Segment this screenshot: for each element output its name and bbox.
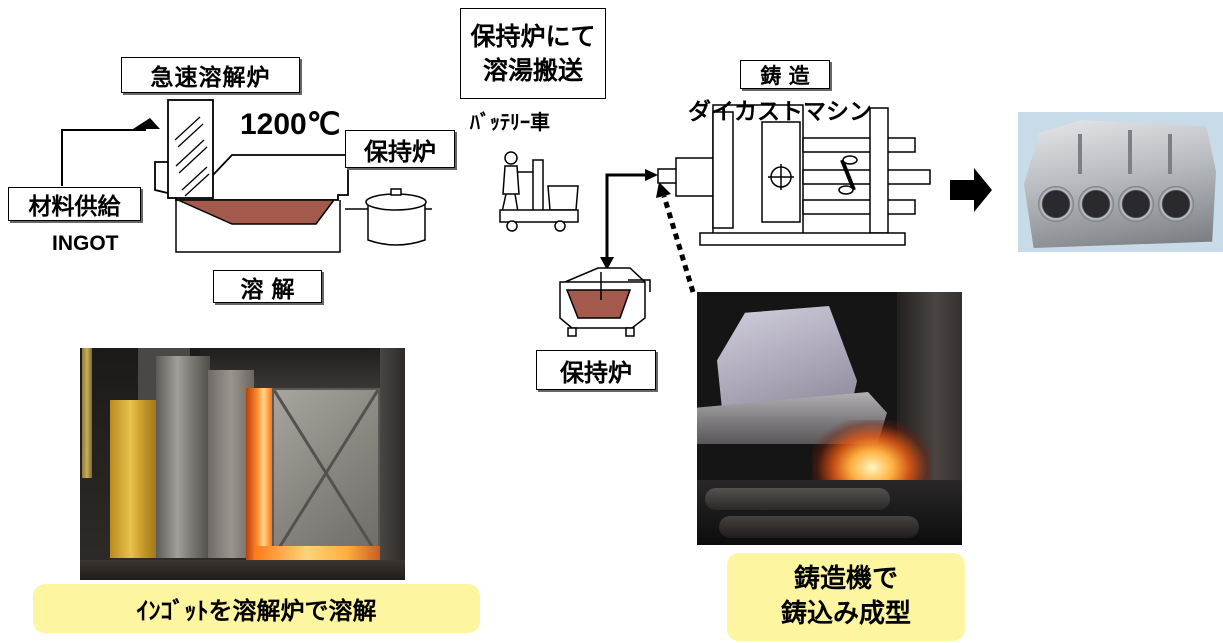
- cylinder-bore: [1038, 186, 1074, 222]
- battery-car-icon: [499, 151, 579, 232]
- block-rib: [1168, 134, 1172, 174]
- holding-furnace-icon: [559, 267, 651, 337]
- pipe-lower: [719, 516, 919, 538]
- furnace-support: [175, 200, 341, 253]
- yellow-curtain: [110, 400, 156, 558]
- door-cross-brace: [272, 389, 380, 557]
- ingot-label: INGOT: [52, 232, 119, 255]
- melting-furnace-photo: [80, 348, 405, 580]
- cylinder-bore: [1078, 186, 1114, 222]
- casting-stage-label: 鋳 造: [740, 60, 830, 89]
- casting-caption-line-2: 鋳込み成型: [780, 599, 911, 629]
- railing-post: [82, 348, 92, 478]
- cylinder-bore: [1118, 186, 1154, 222]
- furnace-door: [272, 388, 380, 558]
- battery-car-label: ﾊﾞｯﾃﾘｰ車: [470, 110, 550, 134]
- holding-pot-icon: [345, 188, 432, 246]
- melting-stage-label: 溶 解: [213, 270, 322, 303]
- ladle-right-arrow: [645, 169, 658, 181]
- die-cast-machine-icon: [657, 104, 931, 246]
- engine-block: [1024, 120, 1216, 248]
- dotted-pointer-line: [661, 195, 696, 293]
- block-rib: [1078, 134, 1082, 174]
- ladle-transfer-line: [605, 173, 650, 266]
- die-cast-machine-label: ダイカストマシン: [688, 99, 872, 125]
- ingot-hatch: [174, 116, 210, 197]
- holding-furnace-label: 保持炉: [345, 130, 455, 168]
- holding-furnace-label-bottom: 保持炉: [536, 350, 656, 390]
- dotted-pointer-head: [656, 182, 671, 198]
- furnace-right-structure: [380, 348, 405, 580]
- molten-metal-bath: [177, 199, 336, 225]
- casting-caption: 鋳造機で 鋳込み成型: [727, 553, 965, 641]
- supply-feed-line: [61, 129, 146, 186]
- furnace-bottom-glow: [254, 546, 386, 562]
- engine-block-photo: [1018, 112, 1223, 252]
- transport-label-line-1: 保持炉にて: [470, 21, 596, 51]
- cylinder-bore: [1158, 186, 1194, 222]
- material-supply-label: 材料供給: [8, 187, 141, 221]
- melting-furnace-icon: [154, 99, 349, 253]
- temperature-label: 1200℃: [240, 108, 341, 141]
- pipe-upper: [705, 488, 890, 510]
- block-rib: [1128, 130, 1132, 174]
- supply-arrow-head: [133, 118, 160, 129]
- furnace-frame: [156, 356, 210, 558]
- transport-label-line-2: 溶湯搬送: [482, 55, 583, 85]
- rapid-melting-furnace-label: 急速溶解炉: [121, 57, 300, 93]
- transport-label: 保持炉にて 溶湯搬送: [460, 8, 606, 99]
- melting-caption: ｲﾝｺﾞｯﾄを溶解炉で溶解: [33, 584, 480, 633]
- furnace-charge-well: [167, 99, 214, 199]
- right-arrow-icon: [950, 168, 992, 212]
- casting-photo: [697, 292, 962, 545]
- ladle-down-arrow: [600, 257, 614, 270]
- furnace-floor: [80, 560, 405, 580]
- casting-caption-line-1: 鋳造機で: [793, 563, 898, 594]
